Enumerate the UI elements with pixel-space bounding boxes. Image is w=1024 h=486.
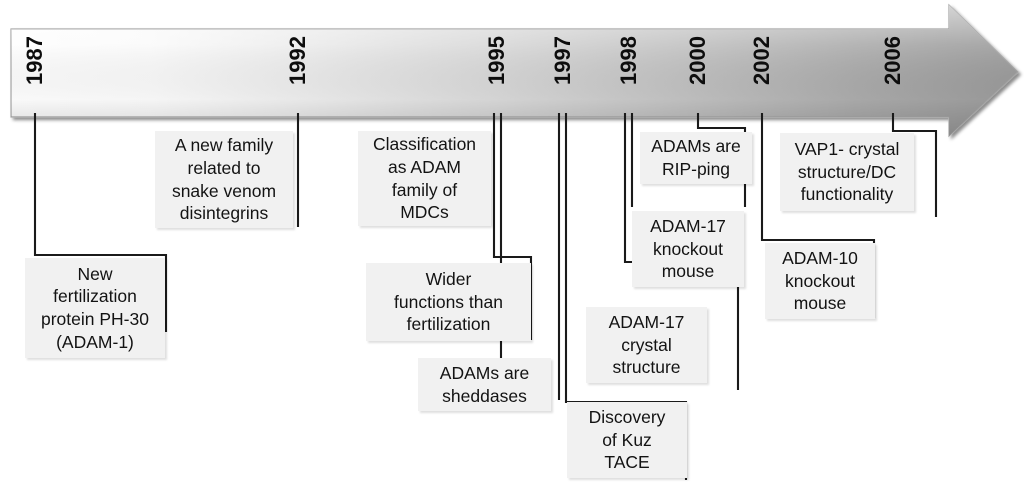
year-label-2002: 2002 — [749, 36, 774, 85]
year-label-1987: 1987 — [22, 36, 47, 85]
year-label-2006: 2006 — [880, 36, 905, 85]
year-label-1995: 1995 — [484, 36, 509, 85]
connector-1995-classification — [492, 113, 533, 340]
connector-2006 — [891, 113, 938, 217]
connector-1987 — [33, 113, 168, 332]
year-label-1998: 1998 — [616, 36, 641, 85]
year-label-1992: 1992 — [285, 36, 310, 85]
year-label-2000: 2000 — [685, 36, 710, 85]
timeline-arrow — [10, 3, 1019, 138]
year-label-1997: 1997 — [550, 36, 575, 85]
